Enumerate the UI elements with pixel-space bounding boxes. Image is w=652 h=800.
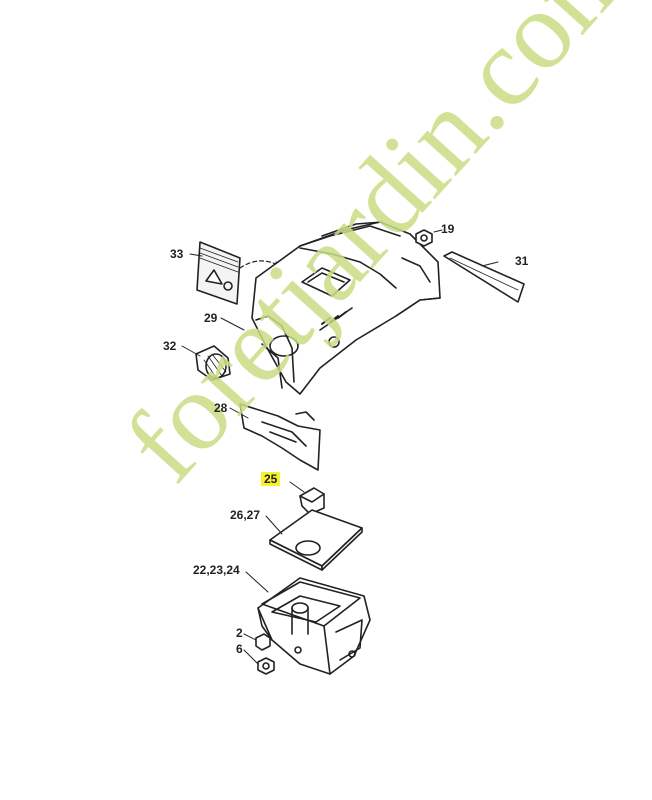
part-31-label-strip	[443, 251, 525, 303]
part-25-clip	[299, 487, 325, 515]
callout-33: 33	[170, 247, 184, 261]
callout-6: 6	[236, 642, 243, 656]
leader-lines	[181, 229, 499, 665]
part-28-insert	[239, 403, 321, 471]
callout-26-27: 26,27	[230, 508, 261, 522]
part-33-warning-label	[196, 241, 282, 305]
part-19-nut	[415, 229, 433, 247]
callout-32: 32	[163, 339, 177, 353]
part-26-27-filter	[269, 509, 363, 571]
callout-2: 2	[236, 626, 243, 640]
part-2-square-nut	[255, 633, 271, 651]
part-6-nut	[257, 657, 275, 675]
callout-29: 29	[204, 311, 218, 325]
part-32-knob	[195, 345, 231, 381]
callout-28: 28	[214, 401, 228, 415]
callout-19: 19	[441, 222, 455, 236]
callout-25-highlighted: 25	[261, 472, 281, 486]
callout-31: 31	[515, 254, 529, 268]
part-22-24-housing	[257, 577, 371, 675]
callout-22-23-24: 22,23,24	[193, 563, 240, 577]
part-29-top-cover	[251, 221, 441, 395]
